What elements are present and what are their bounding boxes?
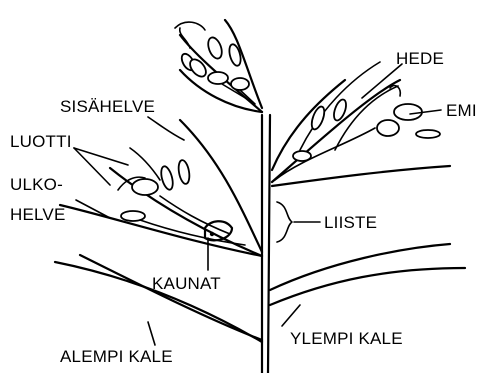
- lower-glumes: [55, 244, 465, 342]
- label-ulkohelve-line1: ULKO-: [10, 175, 63, 194]
- top-floret: [175, 20, 262, 112]
- label-kaunat: KAUNAT: [152, 274, 221, 293]
- label-luotti: LUOTTI: [10, 132, 72, 151]
- label-emi: EMI: [446, 101, 477, 120]
- label-ulkohelve-line2: HELVE: [10, 205, 66, 224]
- label-alempi-kale: ALEMPI KALE: [60, 347, 173, 366]
- upper-right-floret: [272, 62, 450, 186]
- middle-left-floret: [60, 120, 262, 256]
- label-ylempi-kale: YLEMPI KALE: [290, 329, 403, 348]
- rachis: [262, 115, 270, 373]
- label-liiste: LIISTE: [324, 213, 377, 232]
- label-sisahelve: SISÄHELVE: [60, 97, 155, 116]
- label-hede: HEDE: [396, 49, 444, 68]
